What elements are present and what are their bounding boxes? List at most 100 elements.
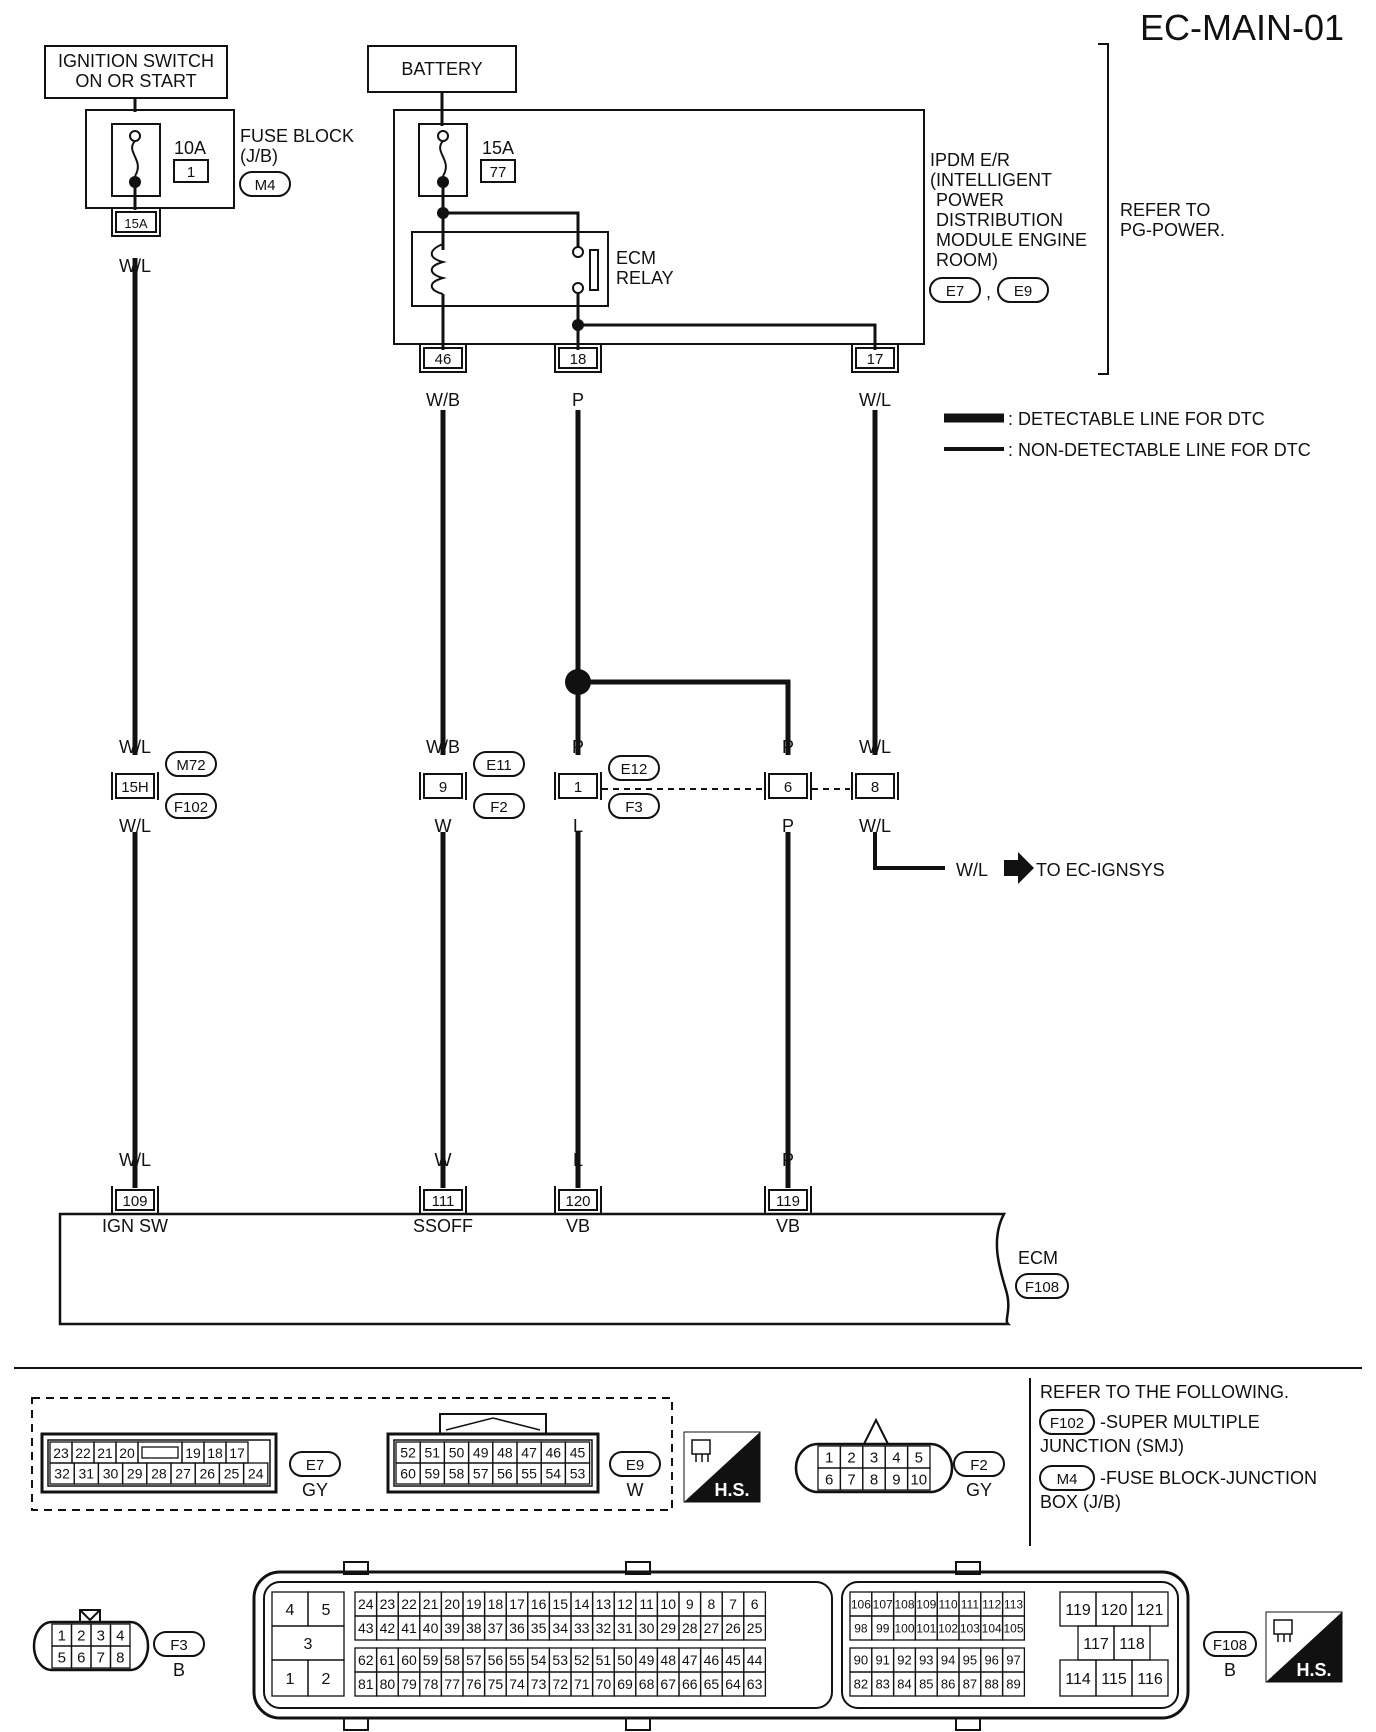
pin-number: 95 <box>963 1653 977 1668</box>
refer-description: -SUPER MULTIPLE <box>1100 1412 1260 1432</box>
pin-number: 99 <box>876 1621 890 1635</box>
pin-number: 58 <box>444 1652 460 1668</box>
pin-number: 22 <box>75 1445 91 1461</box>
pin-number: 62 <box>358 1652 374 1668</box>
pin-number: 23 <box>380 1596 396 1612</box>
pin-number: 45 <box>725 1652 741 1668</box>
pin-number: 98 <box>854 1621 868 1635</box>
pin-number: 77 <box>444 1676 460 1692</box>
junction-terminal: 9 <box>439 779 447 796</box>
pin-number: 103 <box>960 1621 980 1635</box>
pin-number: 71 <box>574 1676 590 1692</box>
wire-label: W/B <box>426 737 460 757</box>
pin-number: 105 <box>1003 1621 1023 1635</box>
pin-number: 19 <box>185 1445 201 1461</box>
junction-row: 15H M72 F102 9 E11 F2 1 E12 F3 6 8 <box>111 751 899 819</box>
pin-number: 9 <box>892 1471 900 1488</box>
fuse-number: 1 <box>187 164 195 181</box>
ipdm-connector-2: E9 <box>1014 283 1032 300</box>
junction-connector: F102 <box>174 799 208 816</box>
page-title: EC-MAIN-01 <box>1140 7 1344 48</box>
pin-number: 118 <box>1119 1636 1145 1653</box>
pin-number: 94 <box>941 1653 955 1668</box>
pin-number: 116 <box>1137 1671 1163 1688</box>
pin-number: 8 <box>116 1649 124 1666</box>
wire-vb-120: P P L L <box>565 390 791 1188</box>
pin-number: 111 <box>961 1597 980 1611</box>
junction-terminal: 1 <box>574 779 582 796</box>
pin-number: 49 <box>473 1445 489 1461</box>
pin-cell <box>564 1462 591 1485</box>
pin-number: 117 <box>1083 1636 1109 1653</box>
hs-label: H.S. <box>714 1480 749 1500</box>
pin-number: 63 <box>747 1676 763 1692</box>
pin-number: 29 <box>127 1466 143 1482</box>
pin-number: 31 <box>79 1466 95 1482</box>
ecm-connector: F108 <box>1025 1279 1059 1296</box>
arrow-right-icon <box>1004 852 1034 884</box>
pin-number: 86 <box>941 1677 955 1692</box>
pin-number: 56 <box>497 1466 513 1482</box>
wire-label: W/L <box>859 816 891 836</box>
ecm-relay-label-1: ECM <box>616 248 656 268</box>
wire-ssoff: W/B W/B W W <box>426 390 460 1188</box>
pin-number: 48 <box>497 1445 513 1461</box>
pin-number: 42 <box>380 1620 396 1636</box>
pin-number: 39 <box>444 1620 460 1636</box>
pin-number: 49 <box>639 1652 655 1668</box>
fuse-block: 10A 1 FUSE BLOCK (J/B) M4 15A <box>85 98 354 237</box>
pin-number: 7 <box>729 1596 737 1612</box>
ecm-pin-number: 111 <box>432 1193 455 1210</box>
wire-label: P <box>782 816 794 836</box>
pin-number: 91 <box>875 1653 889 1668</box>
pin-number: 26 <box>200 1466 216 1482</box>
pin-number: 108 <box>894 1597 914 1611</box>
pin-number: 107 <box>873 1597 893 1611</box>
pin-number: 34 <box>552 1620 568 1636</box>
refer-text-2: PG-POWER. <box>1120 220 1225 240</box>
pin-number: 16 <box>531 1596 547 1612</box>
pin-number: 50 <box>449 1445 465 1461</box>
ecm-label: ECM <box>1018 1248 1058 1268</box>
pin-number: 23 <box>53 1445 69 1461</box>
refer-description-2: BOX (J/B) <box>1040 1492 1121 1512</box>
pin-number: 55 <box>521 1466 537 1482</box>
pin-number: 75 <box>488 1676 504 1692</box>
pin-number: 89 <box>1006 1677 1020 1692</box>
pin-number: 54 <box>546 1466 562 1482</box>
pin-number: 27 <box>175 1466 191 1482</box>
pin-number: 1 <box>286 1671 295 1688</box>
pin-number: 104 <box>982 1621 1002 1635</box>
pin-number: 13 <box>596 1596 612 1612</box>
pin-number: 54 <box>531 1652 547 1668</box>
ecm-pin-number: 119 <box>776 1193 800 1210</box>
ecm-pin-name: VB <box>566 1216 590 1236</box>
wire-label: L <box>573 816 583 836</box>
refer-description: -FUSE BLOCK-JUNCTION <box>1100 1468 1317 1488</box>
pin-number: 85 <box>919 1677 933 1692</box>
connector-color: B <box>173 1660 185 1680</box>
pin-cell <box>743 1671 767 1697</box>
refer-bracket: REFER TO PG-POWER. <box>1098 43 1225 375</box>
ipdm-label-1: IPDM E/R <box>930 150 1010 170</box>
pin-number: 69 <box>617 1676 633 1692</box>
pin-number: 60 <box>401 1652 417 1668</box>
pin-number: 35 <box>531 1620 547 1636</box>
wire-label: P <box>782 1150 794 1170</box>
wire-label: W/B <box>426 390 460 410</box>
pin-number: 114 <box>1065 1671 1091 1688</box>
pin-number: 18 <box>488 1596 504 1612</box>
ignition-label-1: IGNITION SWITCH <box>58 51 214 71</box>
ignition-label-2: ON OR START <box>75 71 196 91</box>
connector-color: GY <box>302 1480 328 1500</box>
pin-number: 55 <box>509 1652 525 1668</box>
pin-cell <box>109 1645 131 1669</box>
wire-label: W/L <box>119 737 151 757</box>
pin-number: 3 <box>870 1449 878 1466</box>
pin-number: 68 <box>639 1676 655 1692</box>
pin-number: 59 <box>423 1652 439 1668</box>
pin-number: 37 <box>488 1620 504 1636</box>
pin-number: 57 <box>466 1652 482 1668</box>
pin-number: 96 <box>984 1653 998 1668</box>
